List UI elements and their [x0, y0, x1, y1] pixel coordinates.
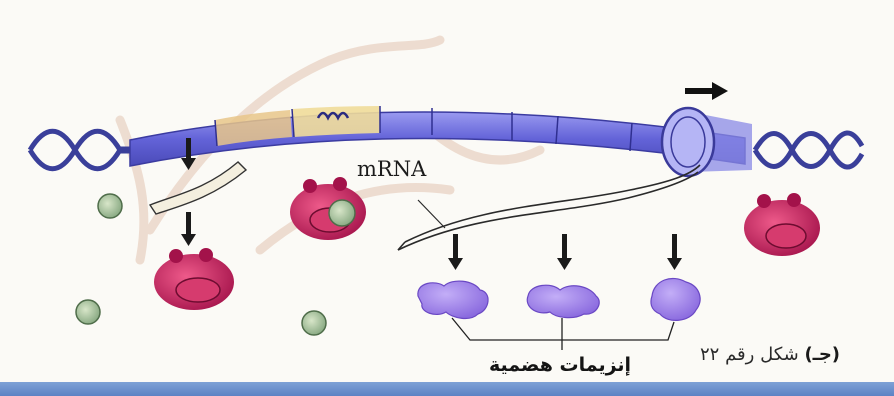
direction-arrow	[685, 82, 728, 100]
enzyme-blob-3	[651, 278, 700, 320]
repressor-protein-right	[744, 193, 820, 256]
figure-part-tag: (جـ)	[804, 344, 840, 365]
repressor-protein-lower	[154, 248, 234, 310]
inducer-molecule	[76, 300, 100, 324]
inducer-molecule	[302, 311, 326, 335]
mrna-strand	[398, 165, 700, 250]
figure-number: شكل رقم ٢٢	[700, 344, 799, 365]
enzyme-blob-1	[418, 281, 488, 318]
dna-helix-right	[755, 133, 862, 167]
repressor-protein-bound	[290, 177, 366, 240]
enzyme-blob-2	[527, 285, 599, 317]
chromatin-bar	[130, 106, 745, 166]
bottom-border-bar	[0, 382, 894, 396]
digestive-enzymes-label: إنزيمات هضمية	[480, 354, 640, 376]
rna-polymerase	[662, 108, 752, 176]
inducer-molecule	[98, 194, 122, 218]
figure-caption: (جـ) شكل رقم ٢٢	[700, 344, 840, 365]
enzyme-label-leaders	[452, 318, 674, 350]
gene-operator-region	[292, 106, 380, 137]
inducer-molecule-bound	[329, 200, 355, 226]
mrna-label: mRNA	[357, 157, 426, 181]
